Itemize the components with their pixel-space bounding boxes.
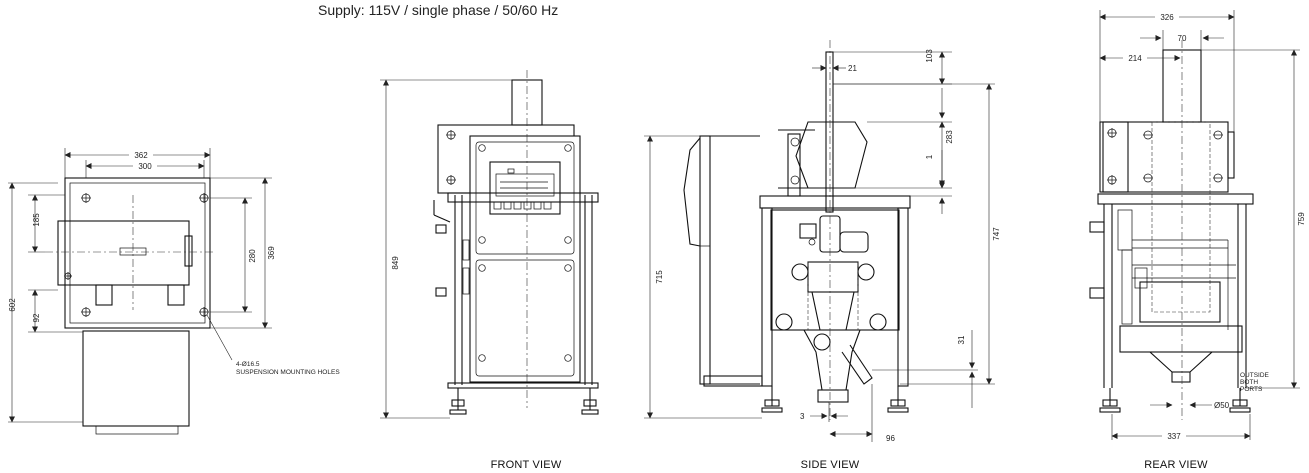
dim-side-31: 31	[957, 335, 966, 344]
dim-top-369: 369	[267, 246, 276, 260]
dim-rear-337: 337	[1167, 432, 1181, 441]
dim-side-283: 283	[945, 130, 954, 144]
dim-side-715: 715	[655, 270, 664, 284]
dim-side-21: 21	[848, 64, 857, 73]
dim-top-280: 280	[248, 249, 257, 263]
dim-side-3: 3	[800, 412, 805, 421]
side-mounting-plate	[795, 121, 868, 189]
top-hopper	[82, 330, 190, 427]
side-outlet-port	[841, 344, 873, 385]
mounting-hole	[81, 193, 209, 317]
supply-spec: Supply: 115V / single phase / 50/60 Hz	[318, 2, 558, 18]
dim-rear-759: 759	[1297, 212, 1306, 226]
dim-top-92: 92	[32, 313, 41, 322]
side-inlet-pipe	[825, 51, 834, 213]
side-view-caption: SIDE VIEW	[801, 459, 860, 471]
dim-rear-326: 326	[1160, 13, 1174, 22]
mounting-hole-size: 4-Ø16.5	[236, 361, 260, 368]
front-control-panel	[489, 161, 561, 215]
rear-hopper	[1148, 351, 1214, 373]
dim-rear-214: 214	[1128, 54, 1142, 63]
dim-front-849: 849	[391, 256, 400, 270]
top-view: 362 300 602 185 92 280 369 4-Ø16.5 SUSPE…	[8, 148, 340, 435]
both-label: BOTH	[1240, 379, 1258, 386]
dim-side-96: 96	[886, 434, 895, 443]
side-view: 21 103 283 1 747 31 715 3	[644, 40, 1001, 471]
outside-label: OUTSIDE	[1240, 372, 1270, 379]
front-enclosure	[469, 135, 581, 383]
rear-detector	[1139, 281, 1221, 323]
dim-rear-70: 70	[1178, 34, 1187, 43]
rear-mounting-plate	[1099, 121, 1229, 193]
top-detector-body	[57, 220, 190, 286]
rear-view-caption: REAR VIEW	[1144, 459, 1208, 471]
dim-top-185: 185	[32, 213, 41, 227]
dim-top-362: 362	[134, 151, 148, 160]
dim-side-1: 1	[925, 154, 934, 159]
ports-label: PORTS	[1240, 386, 1263, 393]
dim-rear-d50: Ø50	[1214, 401, 1230, 410]
dim-top-602: 602	[8, 298, 17, 312]
front-view-caption: FRONT VIEW	[491, 459, 562, 471]
dim-side-747: 747	[992, 227, 1001, 241]
side-bolt	[791, 263, 809, 281]
dim-top-300: 300	[138, 162, 152, 171]
dim-side-103: 103	[925, 49, 934, 63]
side-enclosure	[683, 137, 701, 247]
top-frame	[64, 177, 211, 329]
side-hopper	[811, 291, 855, 331]
mounting-hole-label: SUSPENSION MOUNTING HOLES	[236, 369, 340, 376]
front-view: 849 FRONT VIEW	[380, 70, 599, 471]
rear-view: 326 70 214 759 Ø50 OUTSIDE BOTH PORTS 33…	[1089, 10, 1306, 471]
